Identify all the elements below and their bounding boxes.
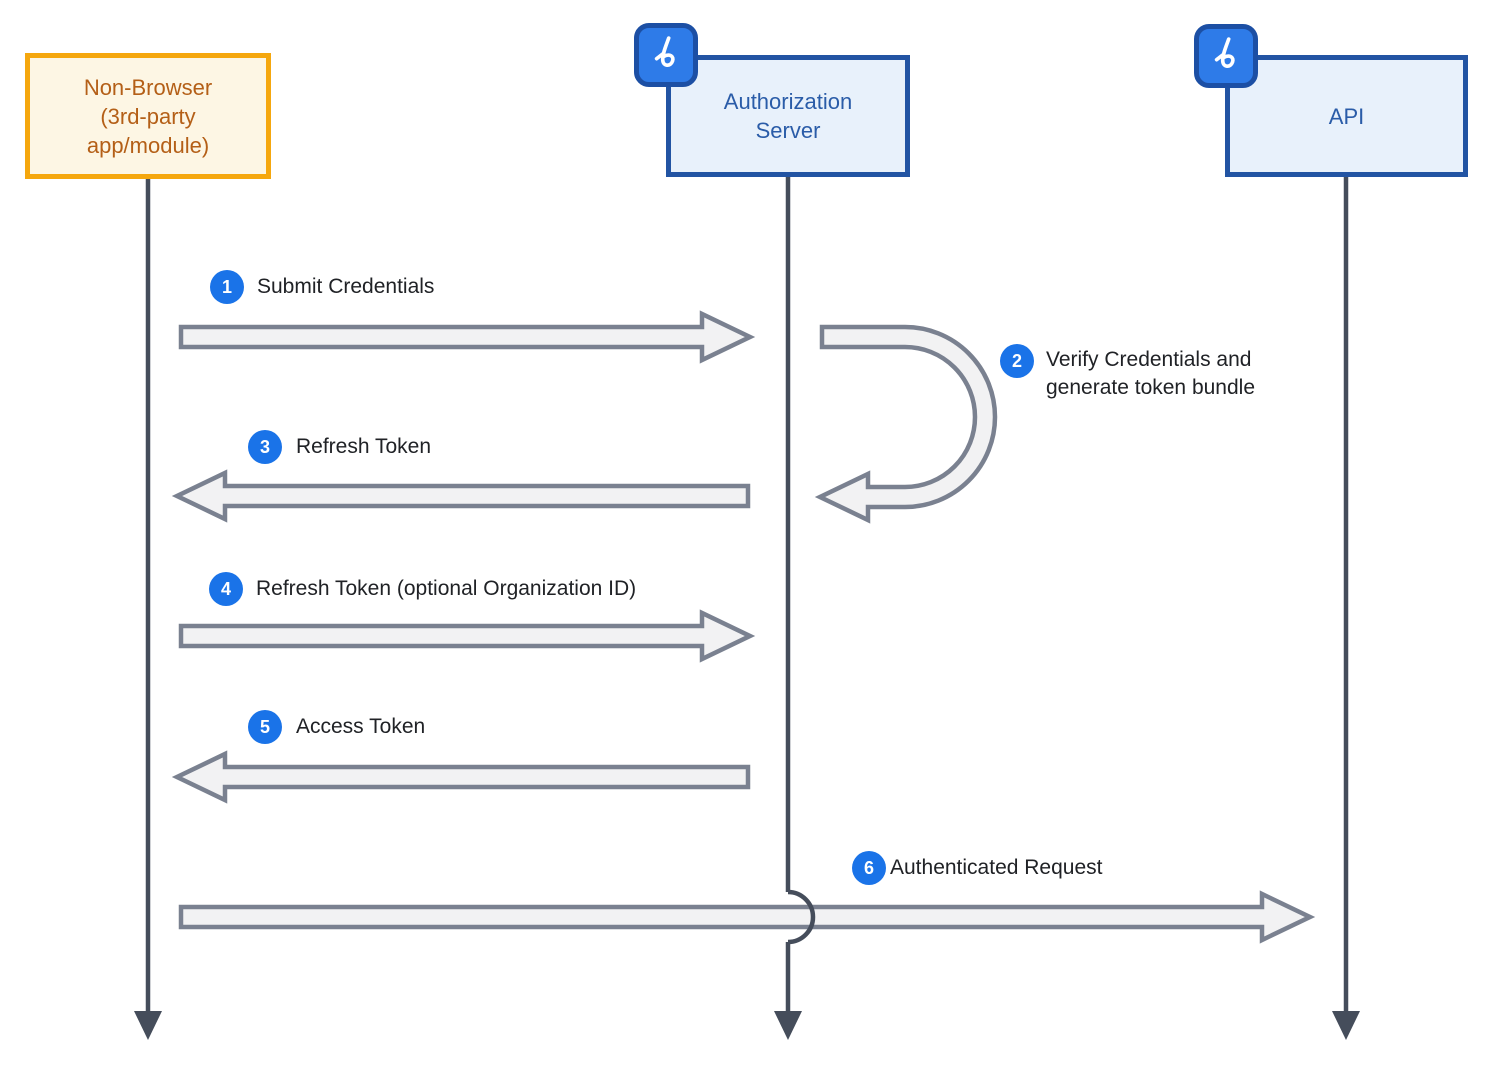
actor-box-authorization-server: Authorization Server [666,55,910,177]
step-label-refresh-token-org-id: Refresh Token (optional Organization ID) [256,575,636,603]
step-badge-5: 5 [248,710,282,744]
step-label-line: generate token bundle [1046,376,1256,399]
step-badge-1: 1 [210,270,244,304]
step-badge-2: 2 [1000,344,1034,378]
arrow-access-token [171,750,751,804]
arrow-verify-credentials-self-loop [814,324,998,524]
actor-label-line: (3rd-party [100,103,196,129]
step-number: 6 [863,857,874,878]
brand-logo-badge-authorization-server [634,23,698,87]
step-label-line: Refresh Token (optional Organization ID) [256,577,637,600]
b-logo-icon [654,36,675,67]
step-number: 3 [259,436,270,457]
arrow-refresh-token-org-id [178,609,756,663]
actor-box-api: API [1225,55,1468,177]
lifeline-arrowhead-icon [134,1011,162,1040]
lifeline-non-browser [134,179,162,1040]
step-label-refresh-token: Refresh Token [296,433,431,461]
step-badge-3: 3 [248,430,282,464]
step-number: 5 [259,716,270,737]
lifeline-hop-arc [787,889,816,945]
actor-label-line: Authorization [723,89,853,114]
brand-logo-badge-api [1194,24,1258,88]
b-logo-icon [1214,37,1235,68]
step-label-line: Verify Credentials and [1046,348,1252,371]
arrow-submit-credentials [178,310,756,364]
arrow-authenticated-request [178,890,1316,944]
actor-box-non-browser: Non-Browser (3rd-party app/module) [25,53,271,179]
step-badge-6: 6 [852,851,886,885]
step-number: 2 [1011,350,1022,371]
actor-label-line: API [1328,103,1365,129]
arrow-refresh-token [171,469,751,523]
step-label-line: Submit Credentials [257,275,435,298]
step-number: 4 [220,578,231,599]
actor-label-line: Server [755,118,821,143]
step-label-submit-credentials: Submit Credentials [257,273,434,301]
lifeline-authorization-server [774,177,802,1040]
step-label-line: Authenticated Request [890,856,1103,879]
step-label-authenticated-request: Authenticated Request [890,854,1102,882]
step-label-access-token: Access Token [296,713,425,741]
lifeline-arrowhead-icon [1332,1011,1360,1040]
step-number: 1 [221,276,232,297]
actor-label-line: Non-Browser [83,74,213,100]
lifeline-arrowhead-icon [774,1011,802,1040]
lifeline-api [1332,177,1360,1040]
step-label-line: Refresh Token [296,435,432,458]
actor-label-line: app/module) [86,132,210,158]
step-label-verify-credentials: Verify Credentials and generate token bu… [1046,346,1255,402]
step-label-line: Access Token [296,715,426,738]
step-badge-4: 4 [209,572,243,606]
